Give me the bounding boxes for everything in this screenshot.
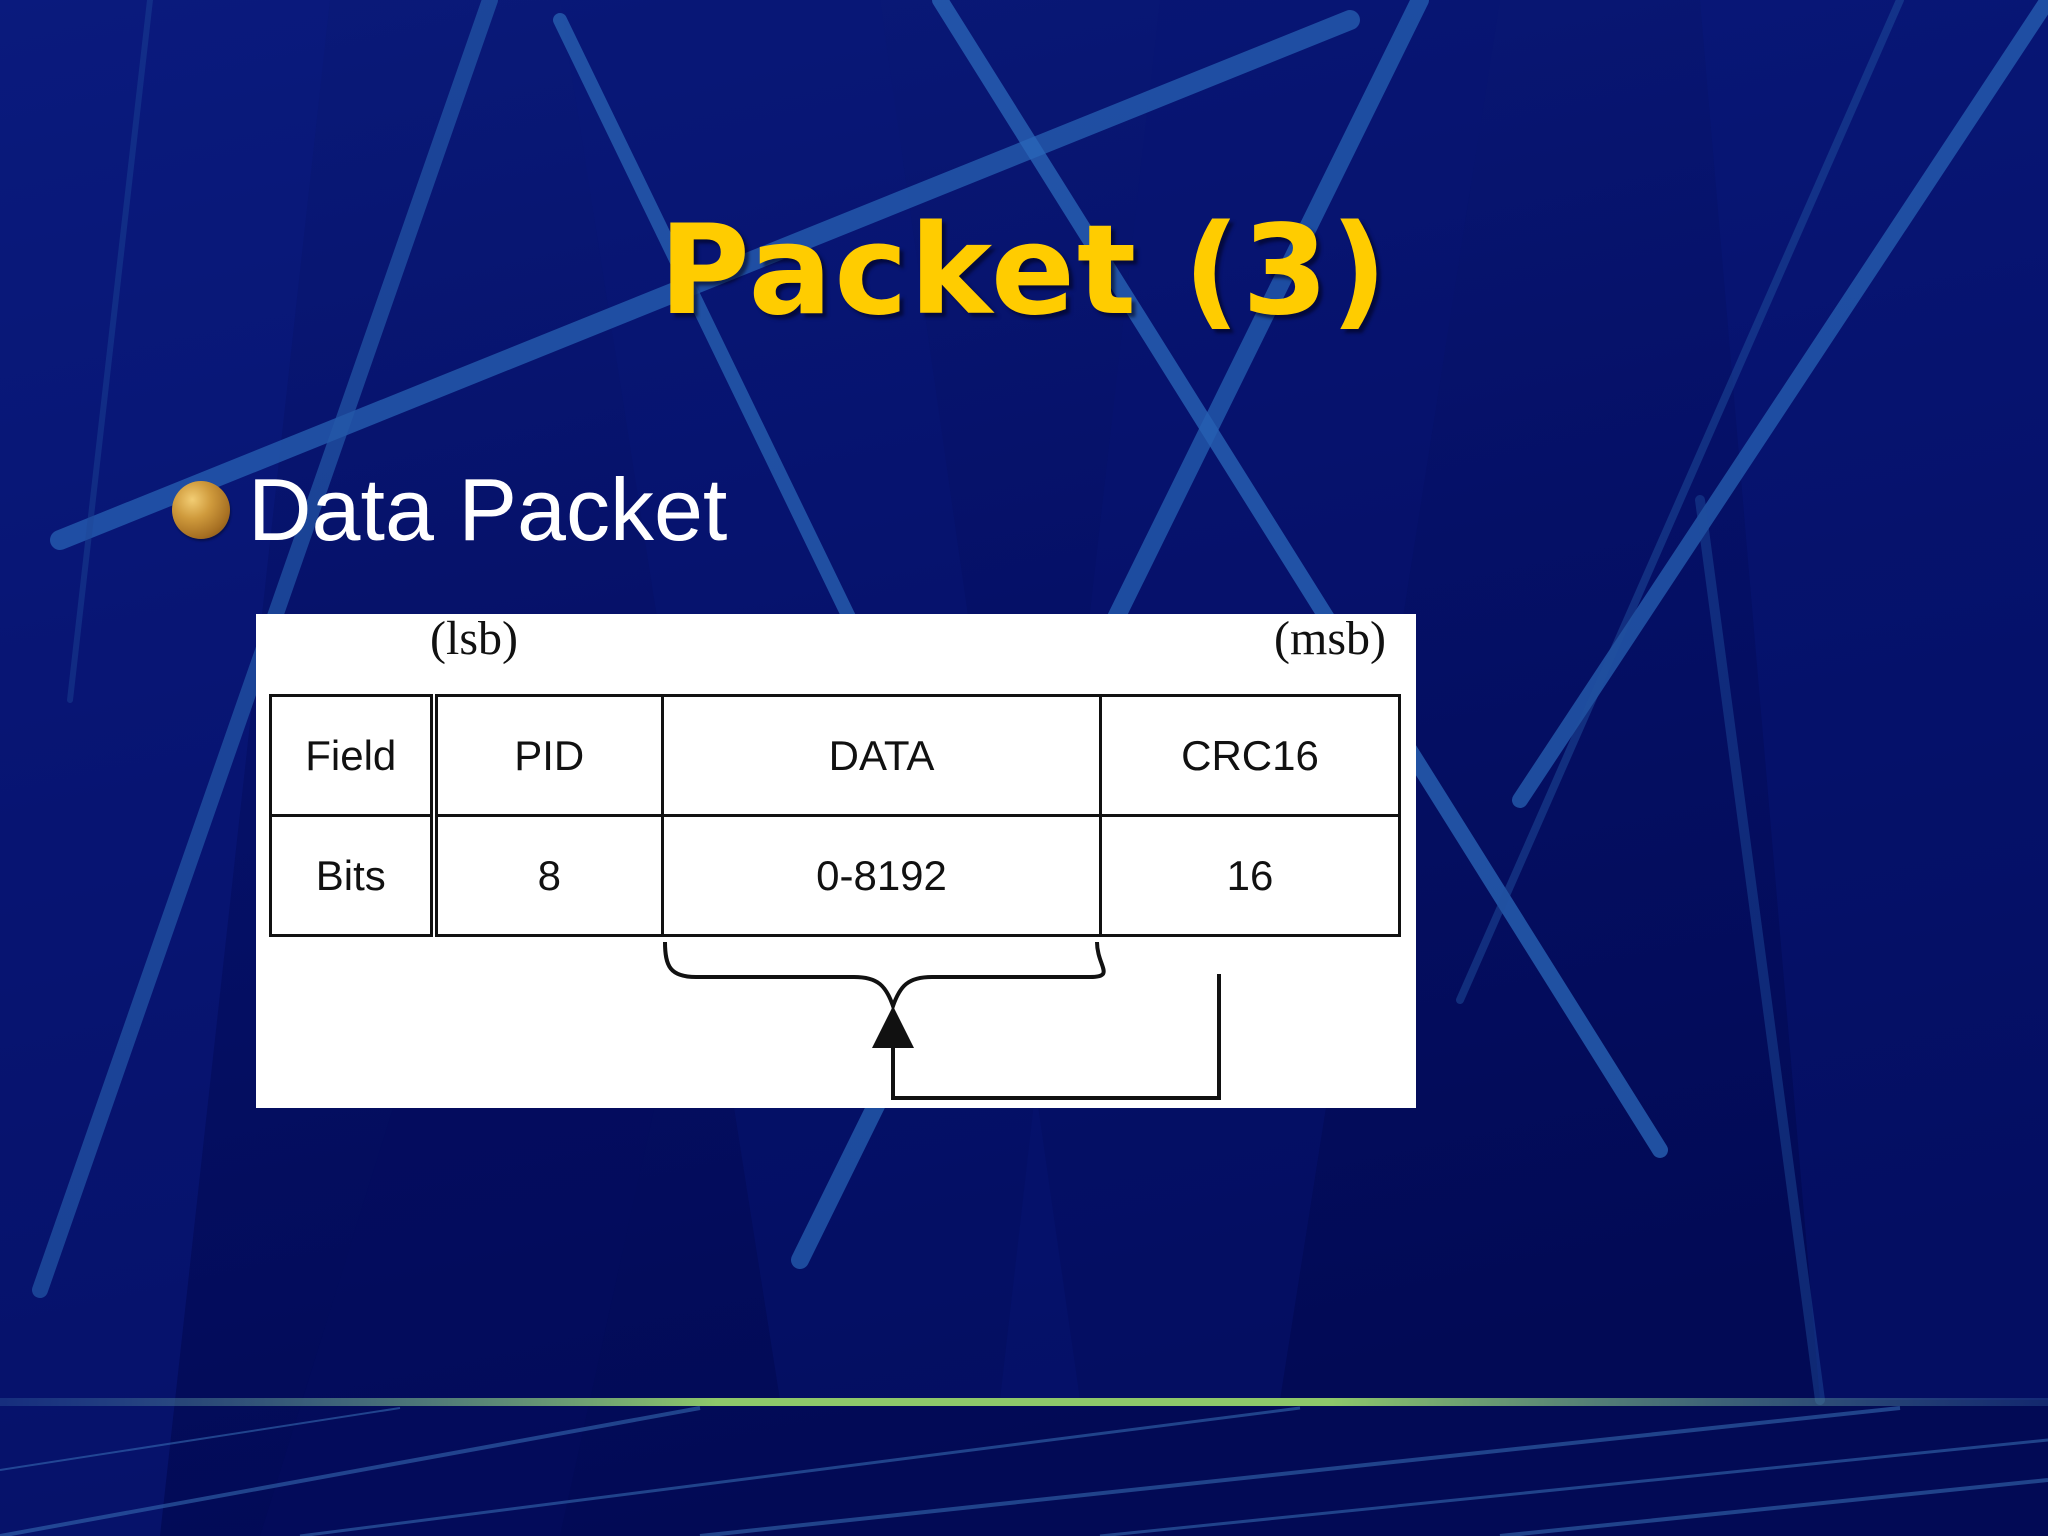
packet-format-table: Field PID DATA CRC16 Bits 8 0-8192 16 bbox=[269, 694, 1401, 937]
table-row-field: Field PID DATA CRC16 bbox=[269, 694, 1401, 817]
msb-label: (msb) bbox=[1274, 612, 1386, 665]
row-header-field: Field bbox=[269, 694, 438, 817]
cell-pid-bits: 8 bbox=[432, 814, 664, 937]
bullet-icon bbox=[172, 481, 230, 539]
cell-crc16: CRC16 bbox=[1099, 694, 1401, 817]
bullet-text: Data Packet bbox=[248, 460, 728, 559]
slide-title: Packet (3) bbox=[658, 199, 1390, 343]
lsb-label: (lsb) bbox=[430, 612, 518, 665]
table-row-bits: Bits 8 0-8192 16 bbox=[269, 814, 1401, 937]
cell-crc16-bits: 16 bbox=[1099, 814, 1401, 937]
row-header-bits: Bits bbox=[269, 814, 438, 937]
footer-streaks bbox=[0, 1406, 2048, 1536]
bullet-item: Data Packet bbox=[172, 460, 727, 560]
arrow-head-icon bbox=[872, 1006, 914, 1048]
cell-data: DATA bbox=[661, 694, 1102, 817]
cell-pid: PID bbox=[432, 694, 664, 817]
footer-divider bbox=[0, 1398, 2048, 1406]
crc-feedback-line bbox=[891, 974, 1221, 1100]
crc-coverage-connector bbox=[663, 941, 1221, 1100]
data-brace bbox=[663, 941, 1106, 1013]
cell-data-bits: 0-8192 bbox=[661, 814, 1102, 937]
packet-diagram: (lsb) (msb) Field PID DATA CRC16 Bits 8 … bbox=[256, 614, 1416, 1108]
